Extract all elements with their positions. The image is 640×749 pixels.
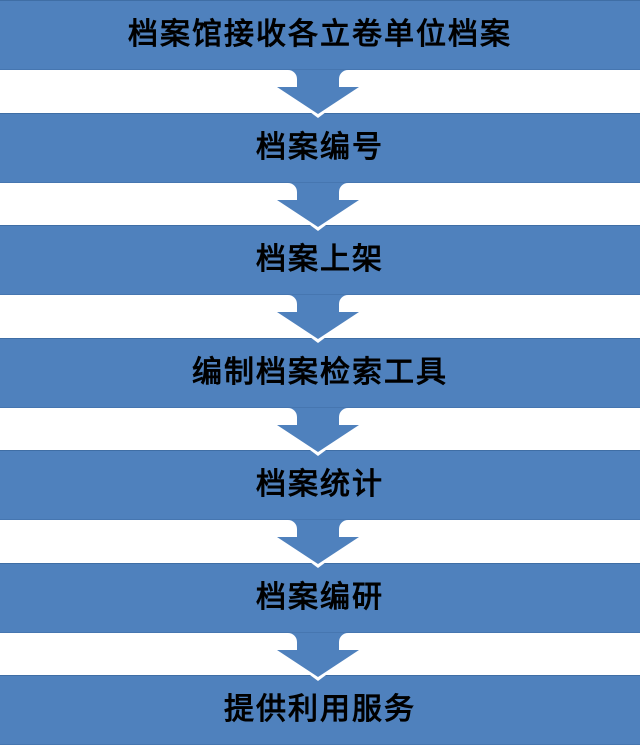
down-arrow-icon	[272, 407, 364, 456]
flow-step-1-label: 档案馆接收各立卷单位档案	[128, 17, 512, 52]
connector-5	[0, 520, 640, 568]
flow-step-1: 档案馆接收各立卷单位档案	[0, 0, 640, 70]
flow-step-7: 提供利用服务	[0, 675, 640, 745]
down-arrow-icon	[272, 295, 364, 343]
flow-step-6: 档案编研	[0, 562, 640, 633]
flow-step-2-label: 档案编号	[256, 129, 384, 165]
connector-4	[0, 407, 640, 456]
flow-step-5-label: 档案统计	[256, 467, 384, 502]
flow-step-4: 编制档案检索工具	[0, 337, 640, 408]
flow-step-6-label: 档案编研	[256, 579, 384, 615]
down-arrow-icon	[272, 182, 364, 231]
connector-3	[0, 295, 640, 343]
connector-6	[0, 632, 640, 681]
flow-step-4-label: 编制档案检索工具	[192, 354, 448, 390]
flow-step-3-label: 档案上架	[256, 242, 384, 277]
down-arrow-icon	[272, 70, 364, 118]
flow-step-5: 档案统计	[0, 450, 640, 520]
connector-1	[0, 70, 640, 118]
down-arrow-icon	[272, 632, 364, 681]
connector-2	[0, 182, 640, 231]
flow-step-2: 档案编号	[0, 112, 640, 183]
flow-step-7-label: 提供利用服务	[224, 692, 416, 727]
flow-step-3: 档案上架	[0, 225, 640, 295]
down-arrow-icon	[272, 520, 364, 568]
